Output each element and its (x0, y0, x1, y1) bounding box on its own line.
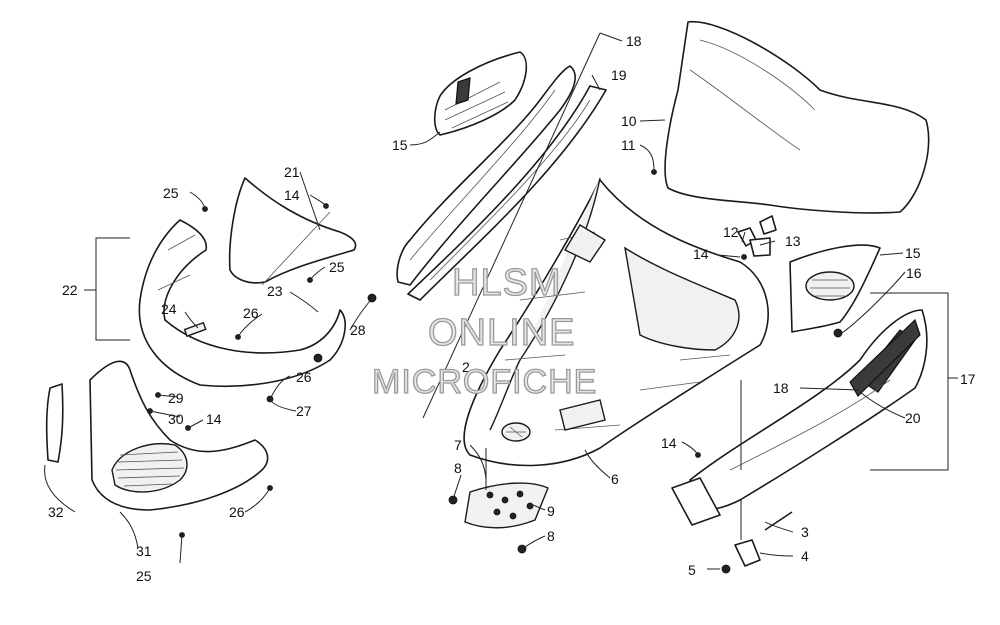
decal-part (849, 318, 921, 397)
callout-26-b: 26 (296, 369, 312, 385)
callout-labels: 18 19 10 15 11 21 25 14 12 13 14 15 25 1… (48, 33, 976, 584)
callout-29: 29 (168, 390, 184, 406)
callout-8-b: 8 (547, 528, 555, 544)
watermark: HLSM ONLINE MICROFICHE (371, 261, 597, 401)
callout-9: 9 (547, 503, 555, 519)
watermark-line-1: HLSM (452, 262, 562, 304)
watermark-line-2: ONLINE (428, 312, 575, 354)
callout-32: 32 (48, 504, 64, 520)
side-panel-left-part (396, 65, 576, 286)
callout-23: 23 (267, 283, 283, 299)
callout-7: 7 (454, 437, 462, 453)
callout-27: 27 (296, 403, 312, 419)
lower-bezel-part (89, 360, 269, 511)
callout-16: 16 (906, 265, 922, 281)
side-bracket-part (45, 383, 64, 463)
callout-20: 20 (905, 410, 921, 426)
callout-28: 28 (350, 322, 366, 338)
callout-17: 17 (960, 371, 976, 387)
callout-15-top: 15 (392, 137, 408, 153)
callout-25-a: 25 (163, 185, 179, 201)
callout-2: 2 (462, 359, 470, 375)
callout-21: 21 (284, 164, 300, 180)
front-nose-upper-part (138, 219, 346, 388)
callout-18-right: 18 (773, 380, 789, 396)
heat-shield-part (464, 482, 549, 529)
callout-30: 30 (168, 411, 184, 427)
callout-8-a: 8 (454, 460, 462, 476)
callout-12: 12 (723, 224, 739, 240)
vent-cover-right-part (789, 244, 881, 333)
callout-5: 5 (688, 562, 696, 578)
callout-25-c: 25 (136, 568, 152, 584)
callout-4: 4 (801, 548, 809, 564)
callout-31: 31 (136, 543, 152, 559)
callout-22: 22 (62, 282, 78, 298)
callout-26-a: 26 (243, 305, 259, 321)
hood-part (463, 177, 769, 467)
vent-cover-top-part (433, 51, 528, 136)
callout-14-b: 14 (693, 246, 709, 262)
callout-14-d: 14 (661, 435, 677, 451)
callout-11: 11 (621, 137, 636, 153)
emblem-part (501, 422, 531, 442)
callout-18-top: 18 (626, 33, 642, 49)
windshield-part (664, 21, 930, 214)
callout-25-b: 25 (329, 259, 345, 275)
callout-19: 19 (611, 67, 627, 83)
callout-15-right: 15 (905, 245, 921, 261)
callout-14-a: 14 (284, 187, 300, 203)
callout-26-c: 26 (229, 504, 245, 520)
inner-panel-part (228, 177, 357, 286)
callout-24: 24 (161, 301, 177, 317)
trim-strip-part (407, 85, 607, 301)
callout-6: 6 (611, 471, 619, 487)
callout-3: 3 (801, 524, 809, 540)
callout-13: 13 (785, 233, 801, 249)
callout-14-c: 14 (206, 411, 222, 427)
leader-lines (44, 32, 958, 570)
callout-10: 10 (621, 113, 637, 129)
watermark-line-3: MICROFICHE (372, 363, 597, 401)
fasteners-group (147, 169, 843, 574)
